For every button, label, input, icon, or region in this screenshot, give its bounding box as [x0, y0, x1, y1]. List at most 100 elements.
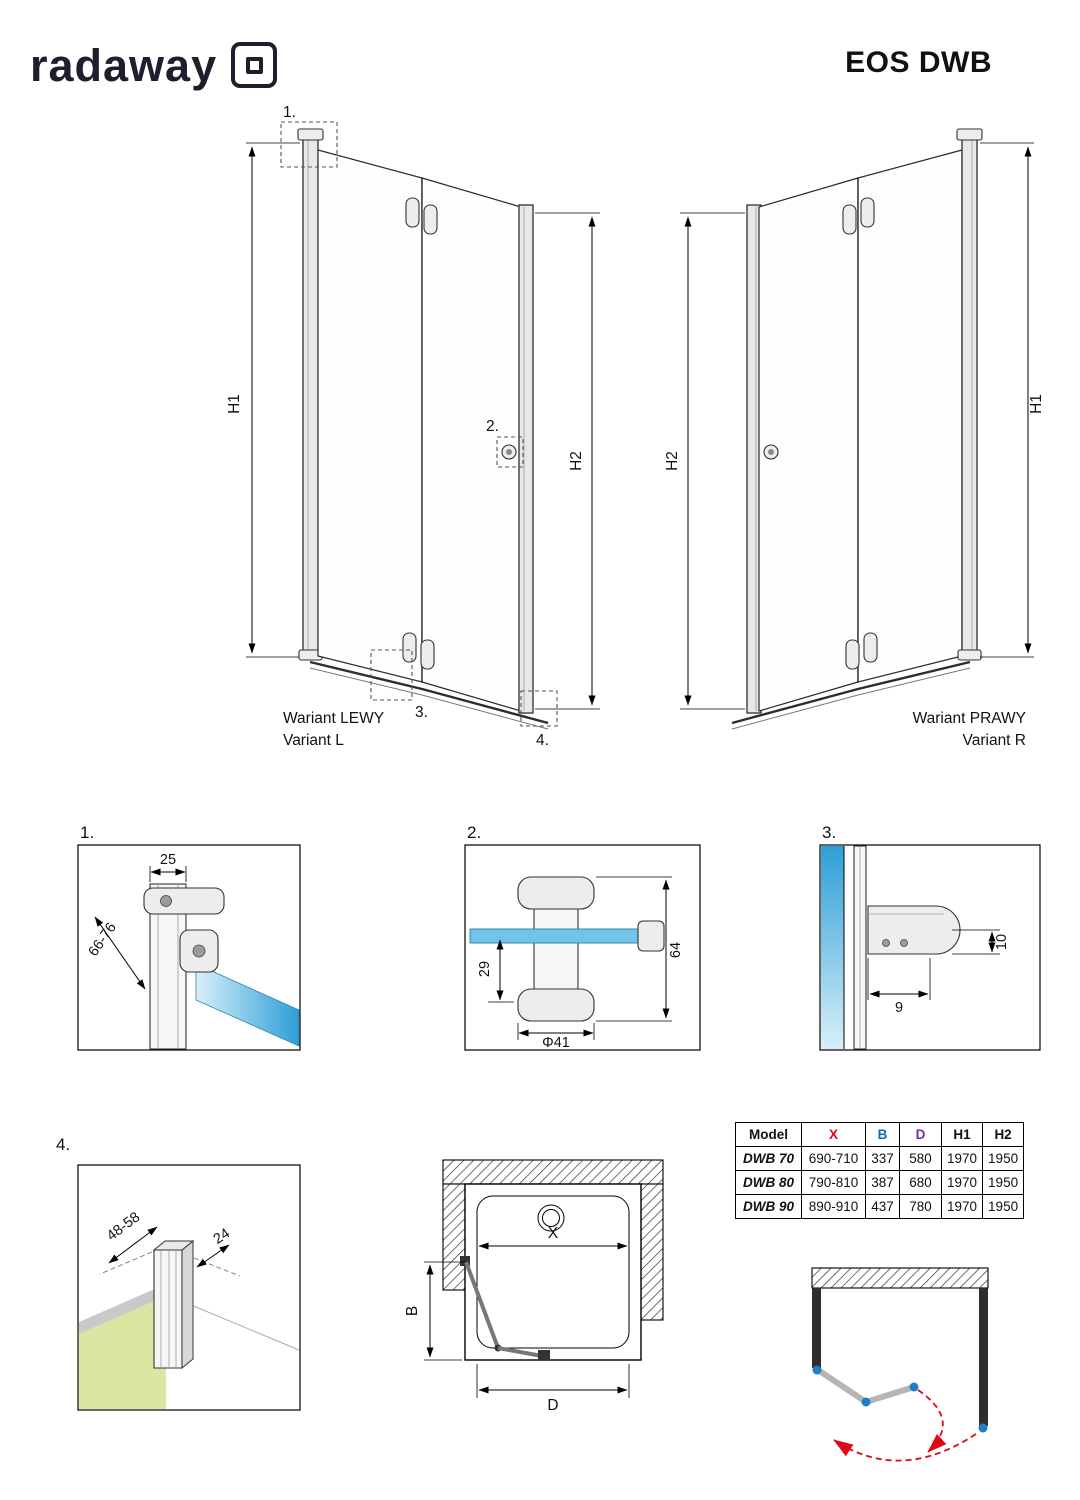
detail-3-height-dim: 10	[994, 934, 1010, 950]
table-cell-h2: 1950	[982, 1170, 1025, 1195]
wall-right	[640, 1183, 664, 1321]
drain	[537, 1204, 565, 1232]
detail-2-label: 2.	[467, 823, 481, 842]
table-cell-d: 680	[899, 1170, 942, 1195]
glass-panel-folding	[421, 177, 522, 712]
plan-x-dim: X	[548, 1225, 559, 1242]
page-title: EOS DWB	[845, 46, 992, 79]
screw	[192, 944, 206, 958]
plan-b-dim: B	[404, 1306, 421, 1316]
table-cell-h1: 1970	[940, 1146, 984, 1171]
roller-top-flange	[517, 876, 595, 910]
callout-1: 1.	[280, 104, 338, 168]
wall-green	[79, 1296, 166, 1409]
glass-panel-folding	[758, 177, 859, 712]
roller-bottom-flange	[517, 988, 595, 1022]
brand-logo: radaway	[30, 39, 278, 91]
hinge-point	[978, 1423, 988, 1433]
callout-4: 4.	[520, 690, 558, 749]
wall-profile	[961, 137, 978, 659]
col-header-x: X	[801, 1122, 866, 1147]
table-cell-b: 437	[865, 1194, 900, 1219]
hinge-point	[812, 1365, 822, 1375]
plan-d-dim: D	[547, 1397, 558, 1414]
left-caption-en: Variant L	[283, 732, 344, 749]
table-cell-x: 790-810	[801, 1170, 866, 1195]
table-cell-x: 890-910	[801, 1194, 866, 1219]
schematic-wall-right	[979, 1288, 988, 1426]
hinge-point	[861, 1397, 871, 1407]
table-row-dwb-90: DWB 90 890-910 437 780 1970 1950	[735, 1194, 1025, 1219]
plan-view: X B D	[404, 1159, 664, 1414]
detail-4-label: 4.	[56, 1135, 70, 1154]
bottom-seal	[867, 905, 961, 955]
callout-2: 2.	[486, 418, 524, 468]
callout-2-label: 2.	[486, 418, 499, 435]
table-cell-d: 580	[899, 1146, 942, 1171]
col-header-h1: H1	[940, 1122, 984, 1147]
detail-3: 3. 10 9	[819, 823, 1041, 1051]
right-caption-pl: Wariant PRAWY	[913, 710, 1026, 727]
bottom-bracket	[957, 649, 982, 661]
top-bracket-section	[143, 887, 225, 915]
schematic-wall-top	[811, 1267, 989, 1289]
h2-label: H2	[568, 451, 585, 471]
callout-4-label: 4.	[536, 732, 549, 749]
detail-2-offset-dim: 29	[477, 961, 493, 977]
schematic-wall-left	[812, 1288, 821, 1368]
glass-panel-fixed	[317, 149, 423, 683]
spec-table: Model X B D H1 H2 DWB 70 690-710 337 580…	[735, 1122, 1025, 1219]
table-cell-h1: 1970	[940, 1170, 984, 1195]
glass-panel-fixed	[857, 149, 963, 683]
detail-4-depth-dim: 24	[211, 1226, 233, 1248]
callout-3: 3.	[370, 649, 428, 721]
fold-hinges	[842, 197, 878, 670]
table-cell-b: 337	[865, 1146, 900, 1171]
bottom-rail	[309, 660, 549, 725]
top-bracket	[297, 128, 324, 141]
wall-top	[442, 1159, 664, 1185]
left-caption-pl: Wariant LEWY	[283, 710, 384, 727]
opening-schematic	[811, 1267, 989, 1462]
table-cell-h1: 1970	[940, 1194, 984, 1219]
brand-wordmark: radaway	[30, 39, 218, 91]
right-variant-view: H2 H1	[664, 128, 1045, 749]
brand-icon	[231, 42, 278, 88]
roller-waist	[533, 907, 579, 991]
wall-left	[442, 1183, 466, 1291]
door-panel	[865, 1384, 915, 1405]
glass-edge	[195, 963, 300, 1047]
door-panel	[816, 1367, 868, 1405]
detail-2-diameter-dim: Φ41	[542, 1035, 570, 1051]
top-bracket	[956, 128, 983, 141]
table-row-dwb-80: DWB 80 790-810 387 680 1970 1950	[735, 1170, 1025, 1195]
table-cell-model: DWB 70	[735, 1146, 802, 1171]
table-cell-model: DWB 80	[735, 1170, 802, 1195]
wall-profile-3d-top	[152, 1240, 195, 1251]
table-cell-x: 690-710	[801, 1146, 866, 1171]
detail-1-label: 1.	[80, 823, 94, 842]
spec-table-header-row: Model X B D H1 H2	[735, 1122, 1025, 1147]
table-cell-h2: 1950	[982, 1194, 1025, 1219]
h1-dimension-left: H1	[226, 142, 300, 658]
shower-tray-inner	[476, 1195, 630, 1349]
wall-profile-3d-front	[153, 1249, 183, 1369]
table-cell-b: 387	[865, 1170, 900, 1195]
detail-4: 4. 48-58 24	[56, 1135, 301, 1411]
table-cell-d: 780	[899, 1194, 942, 1219]
fold-hinges	[402, 197, 438, 670]
h2-label: H2	[664, 451, 681, 471]
swing-arrow	[917, 1389, 947, 1453]
h1-label: H1	[226, 394, 243, 414]
brand-icon-inner-square	[245, 56, 263, 74]
folding-door-plan	[460, 1256, 550, 1360]
h2-dimension-left: H2	[535, 212, 600, 710]
table-cell-h2: 1950	[982, 1146, 1025, 1171]
bottom-rail	[731, 660, 971, 725]
table-row-dwb-70: DWB 70 690-710 337 580 1970 1950	[735, 1146, 1025, 1171]
col-header-h2: H2	[982, 1122, 1025, 1147]
h2-dimension-right: H2	[664, 212, 745, 710]
detail-3-width-dim: 9	[895, 1000, 903, 1016]
